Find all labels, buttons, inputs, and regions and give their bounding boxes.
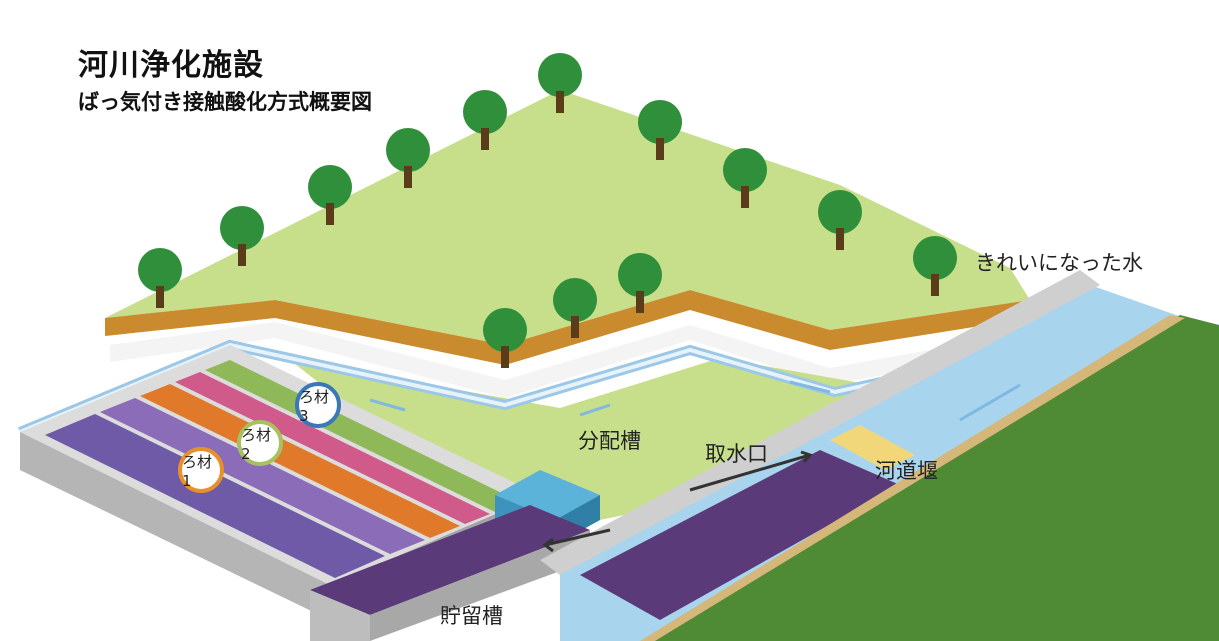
white-path	[110, 322, 1040, 398]
river-purple-section	[580, 450, 900, 620]
river-weir-label: 河道堰	[875, 459, 938, 483]
media-2-label: ろ材2	[241, 425, 272, 463]
channel-2	[100, 398, 425, 554]
media-1-label: ろ材1	[182, 452, 213, 490]
storage-tank-side	[370, 530, 590, 641]
upper-land-edge	[105, 290, 1030, 365]
flow-arrows	[542, 450, 813, 553]
media-1-badge: ろ材1	[178, 447, 224, 493]
weir	[830, 425, 915, 470]
distribution-tank-body	[495, 470, 600, 520]
storage-tank-front	[310, 590, 370, 641]
water-intake-label: 取水口	[705, 442, 768, 466]
storage-tank-label: 貯留槽	[440, 604, 503, 628]
media-3-badge: ろ材3	[295, 382, 341, 428]
treatment-block-front	[20, 432, 330, 620]
channel-1	[45, 414, 385, 578]
storage-tank-top	[310, 505, 590, 615]
channel-5	[205, 360, 520, 512]
media-2-badge: ろ材2	[237, 420, 283, 466]
trees	[138, 53, 957, 368]
channel-3	[140, 384, 460, 538]
river-bank-right	[650, 315, 1219, 641]
media-3-label: ろ材3	[299, 387, 330, 425]
page-subtitle: ばっ気付き接触酸化方式概要図	[78, 90, 372, 114]
upper-land	[105, 90, 1030, 345]
river-bank-right-edge	[640, 315, 1185, 641]
channel-4	[175, 372, 490, 524]
page-title: 河川浄化施設	[78, 48, 264, 83]
clean-water-label: きれいになった水	[975, 251, 1143, 275]
river-bank-left	[540, 270, 1100, 575]
distribution-tank-label: 分配槽	[578, 429, 641, 453]
water-flow-arrows	[369, 380, 1021, 422]
